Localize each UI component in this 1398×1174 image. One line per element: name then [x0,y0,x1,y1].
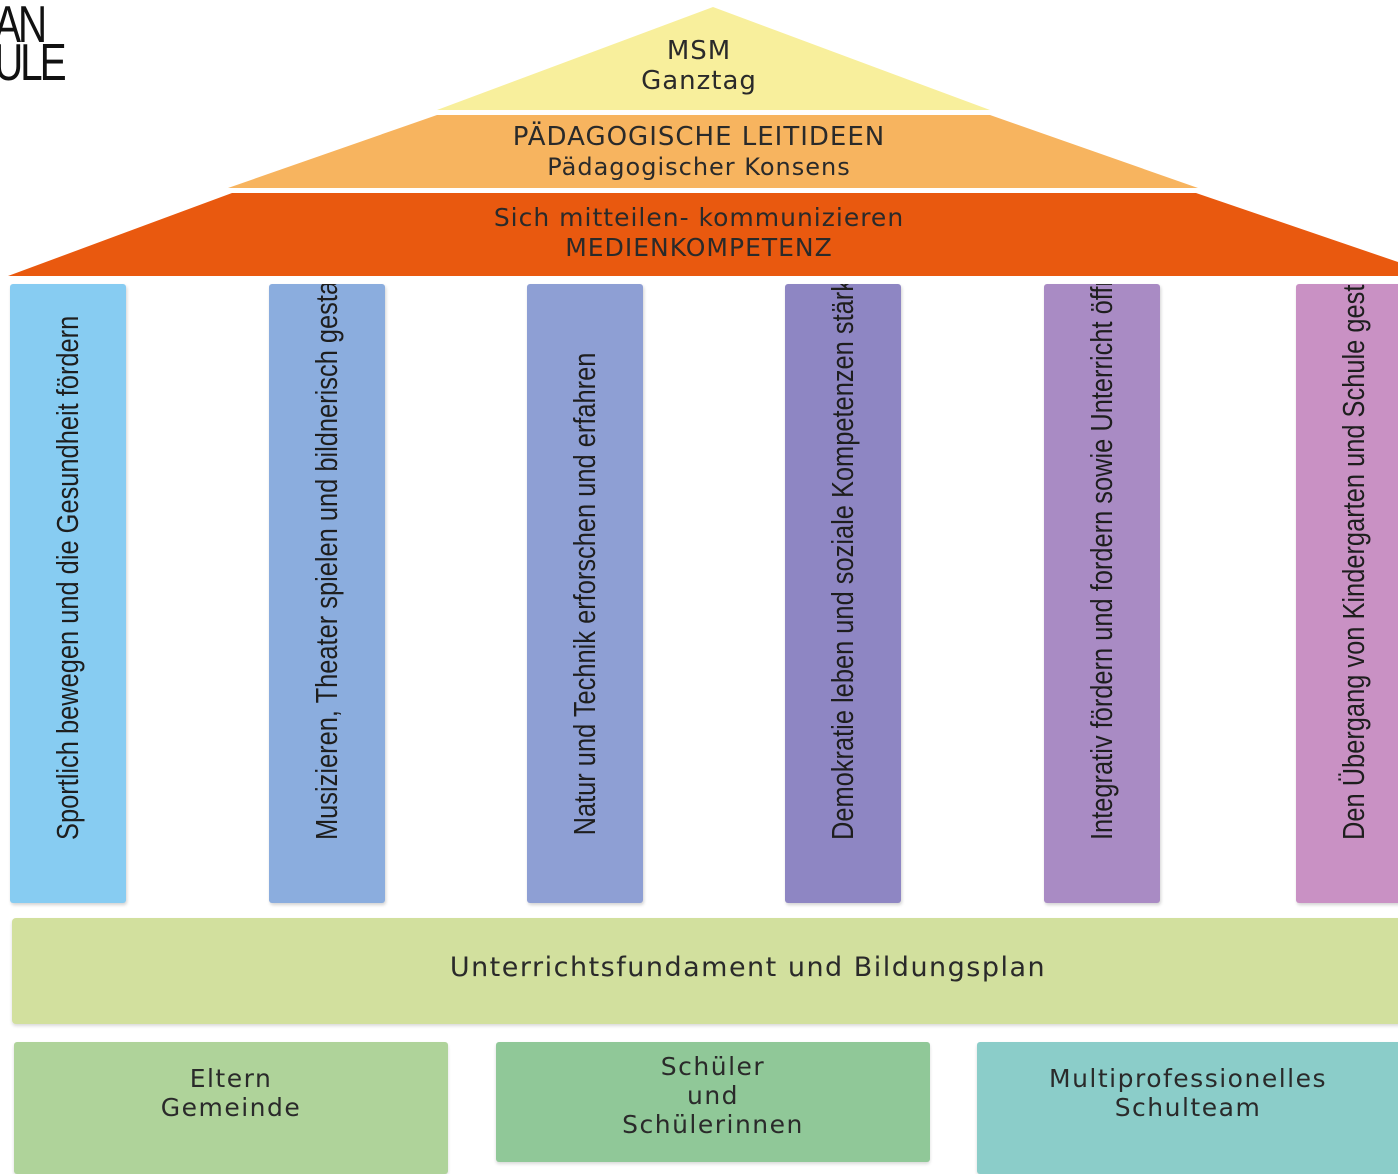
pillar-sport: Sportlich bewegen und die Gesundheit för… [10,284,126,903]
roof-peak-line-1: MSM [666,36,732,66]
base-box-line: Schülerinnen [622,1110,804,1139]
roof-base-line-1: Sich mitteilen- kommunizieren [493,203,905,232]
base-box-line: Schüler [660,1052,766,1081]
school-logo: AN ULE [0,0,90,95]
roof-base-line-2: MEDIENKOMPETENZ [565,233,833,262]
logo-text-line-1: AN [0,0,47,54]
base-box-school-team: Multiprofessionelles Schulteam [977,1042,1398,1174]
base-box-line: Gemeinde [160,1093,302,1122]
pillar-label: Integrativ fördern und fordern sowie Unt… [1084,284,1119,840]
roof-peak [437,7,990,110]
pillar-label: Sportlich bewegen und die Gesundheit för… [50,315,85,840]
roof-base-band [8,193,1398,276]
pillar-label: Natur und Technik erforschen und erfahre… [567,352,602,835]
pillar-democracy-social: Demokratie leben und soziale Kompetenzen… [785,284,901,903]
foundation-band: Unterrichtsfundament und Bildungsplan [12,918,1398,1024]
logo-text-line-2: ULE [0,34,67,92]
base-box-line: und [686,1081,740,1110]
base-box-line: Eltern [189,1064,273,1093]
pillar-nature-technology: Natur und Technik erforschen und erfahre… [527,284,643,903]
foundation-label: Unterrichtsfundament und Bildungsplan [449,952,1047,983]
pillar-label: Demokratie leben und soziale Kompetenzen… [825,284,860,840]
roof-middle-line-1: PÄDAGOGISCHE LEITIDEEN [512,122,886,152]
pillar-kindergarten-transition: Den Übergang von Kindergarten und Schule… [1296,284,1398,903]
roof-middle-band [228,115,1198,188]
base-box-line: Schulteam [1114,1093,1262,1122]
base-box-line: Multiprofessionelles [1049,1064,1327,1093]
pillar-music-theater-art: Musizieren, Theater spielen und bildneri… [269,284,385,903]
roof [8,7,1398,276]
base-box-students: Schüler und Schülerinnen [496,1042,930,1162]
pillar-label: Musizieren, Theater spielen und bildneri… [309,284,344,840]
pillar-label: Den Übergang von Kindergarten und Schule… [1336,284,1371,840]
pillar-integrative-teaching: Integrativ fördern und fordern sowie Unt… [1044,284,1160,903]
base-box-parents-community: Eltern Gemeinde [14,1042,448,1174]
roof-middle-line-2: Pädagogischer Konsens [547,153,851,181]
roof-peak-line-2: Ganztag [641,66,757,96]
